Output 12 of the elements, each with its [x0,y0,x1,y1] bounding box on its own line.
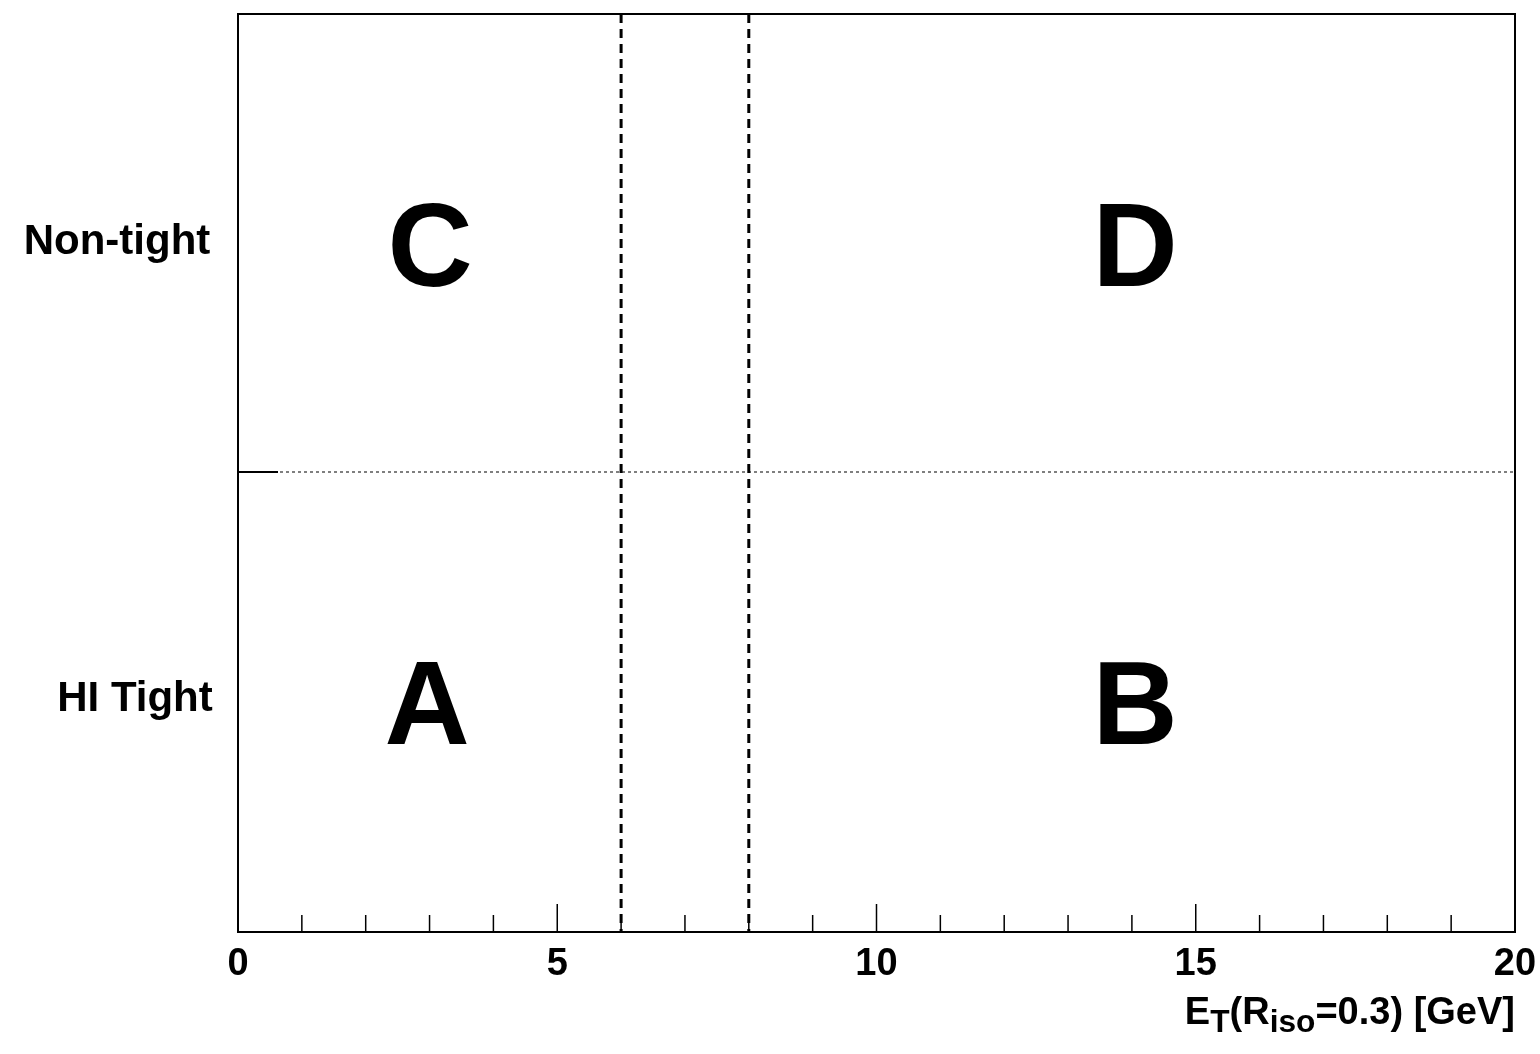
tick-label: 20 [1493,943,1537,981]
region-letter: A [384,644,470,762]
tick-label: 0 [227,943,249,981]
tick-label: 15 [1174,943,1217,981]
region-letter: B [1092,644,1178,762]
tick-label: 5 [546,943,568,981]
region-letter: C [387,186,473,304]
region-letter: D [1092,186,1178,304]
axis-title: E$_{T}$(R$_{iso}$=0.3) [GeV] [1184,991,1515,1039]
row-label: Non-tight [23,219,211,261]
row-label: HI Tight [57,676,213,718]
tick-label: 10 [855,943,898,981]
